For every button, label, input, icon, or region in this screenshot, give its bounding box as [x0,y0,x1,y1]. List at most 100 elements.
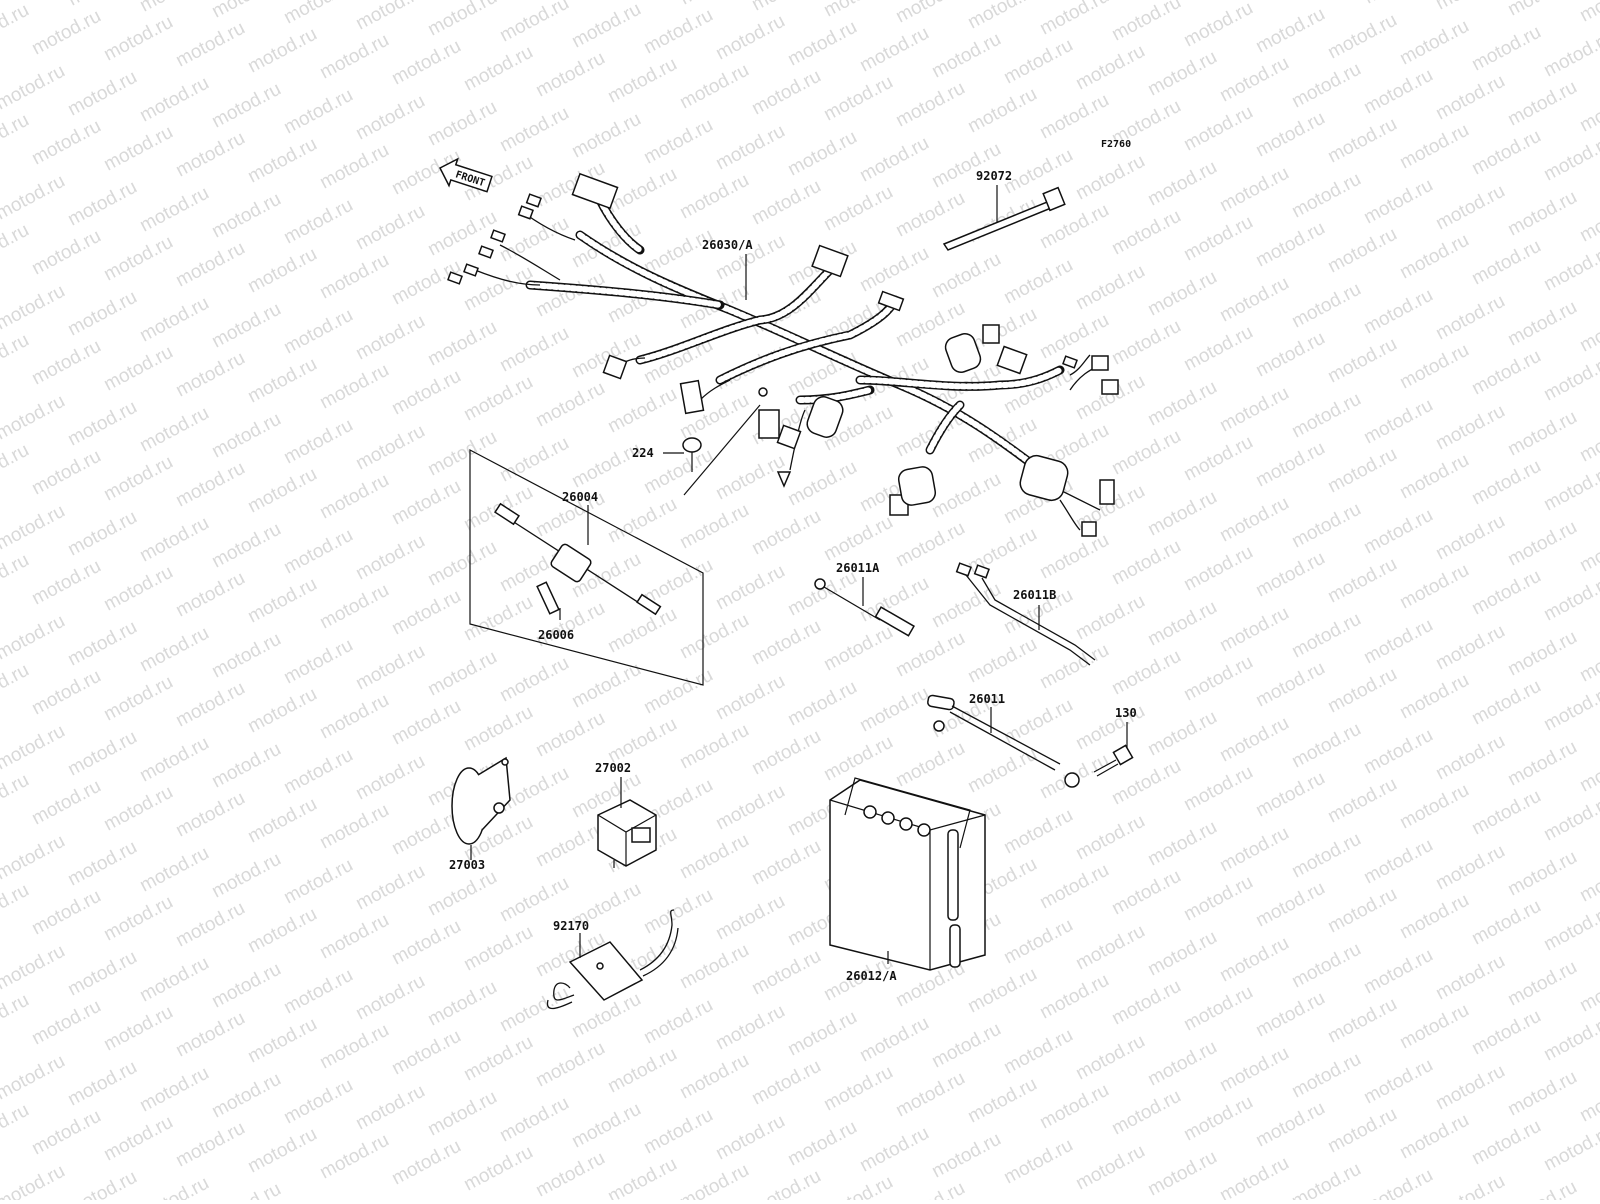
watermark-text: motod.ru [208,79,284,133]
watermark-text: motod.ru [100,1112,176,1166]
watermark-text: motod.ru [1324,334,1400,388]
watermark-text: motod.ru [352,751,428,805]
watermark-text: motod.ru [568,0,644,52]
watermark-text: motod.ru [1252,4,1328,58]
watermark-text: motod.ru [928,249,1004,303]
watermark-text: motod.ru [1396,230,1472,284]
watermark-text: motod.ru [820,1172,896,1200]
watermark-text: motod.ru [136,403,212,457]
watermark-text: motod.ru [1180,212,1256,266]
watermark-text: motod.ru [0,1051,69,1105]
watermark-text: motod.ru [1288,829,1364,883]
watermark-text: motod.ru [316,470,392,524]
watermark-text: motod.ru [1324,994,1400,1048]
watermark-text: motod.ru [1360,0,1436,8]
watermark-text: motod.ru [316,1020,392,1074]
relay-illustration [597,799,657,868]
watermark-text: motod.ru [856,1013,932,1067]
watermark-text: motod.ru [1180,1092,1256,1146]
watermark-text: motod.ru [424,1087,500,1141]
watermark-text: motod.ru [1108,1086,1184,1140]
watermark-text: motod.ru [1396,450,1472,504]
watermark-text: motod.ru [892,188,968,242]
lead-a-illustration [814,578,915,637]
watermark-text: motod.ru [748,66,824,120]
watermark-text: motod.ru [1576,743,1600,797]
watermark-text: motod.ru [820,622,896,676]
watermark-text: motod.ru [28,556,104,610]
watermark-text: motod.ru [172,18,248,72]
watermark-text: motod.ru [1072,921,1148,975]
watermark-text: motod.ru [1504,297,1580,351]
part-number-lead-b: 26011B [1013,588,1056,602]
watermark-text: motod.ru [1144,707,1220,761]
watermark-text: motod.ru [172,128,248,182]
watermark-text: motod.ru [424,647,500,701]
watermark-text: motod.ru [640,665,716,719]
watermark-text: motod.ru [388,1136,464,1190]
watermark-text: motod.ru [208,849,284,903]
watermark-text: motod.ru [1252,768,1328,822]
watermark-text: motod.ru [532,378,608,432]
watermark-text: motod.ru [1144,267,1220,321]
watermark-text: motod.ru [1360,615,1436,669]
front-arrow-icon [438,157,493,193]
watermark-text: motod.ru [604,1044,680,1098]
watermark-text: motod.ru [1252,548,1328,602]
watermark-text: motod.ru [856,23,932,77]
watermark-text: motod.ru [496,433,572,487]
watermark-text: motod.ru [1576,523,1600,577]
watermark-text: motod.ru [784,127,860,181]
watermark-text: motod.ru [748,616,824,670]
watermark-text: motod.ru [1468,896,1544,950]
watermark-text: motod.ru [1072,371,1148,425]
watermark-text: motod.ru [1576,303,1600,357]
watermark-text: motod.ru [1432,621,1508,675]
watermark-text: motod.ru [532,48,608,102]
watermark-text: motod.ru [1216,163,1292,217]
watermark-text: motod.ru [784,17,860,71]
watermark-text: motod.ru [604,604,680,658]
watermark-text: motod.ru [64,397,140,451]
watermark-text: motod.ru [1288,279,1364,333]
watermark-text: motod.ru [352,311,428,365]
watermark-text: motod.ru [1468,566,1544,620]
watermark-text: motod.ru [1216,933,1292,987]
watermark-text: motod.ru [1180,872,1256,926]
watermark-text: motod.ru [1576,413,1600,467]
watermark-text: motod.ru [1288,499,1364,553]
watermark-text: motod.ru [1576,963,1600,1017]
watermark-text: motod.ru [1000,805,1076,859]
watermark-text: motod.ru [460,702,536,756]
watermark-text: motod.ru [0,440,33,494]
watermark-text: motod.ru [28,1106,104,1160]
watermark-text: motod.ru [460,592,536,646]
watermark-text: motod.ru [856,683,932,737]
watermark-text: motod.ru [748,1166,824,1200]
battery-holder-illustration [546,909,679,1010]
watermark-text: motod.ru [424,977,500,1031]
watermark-text: motod.ru [0,391,69,445]
watermark-text: motod.ru [64,507,140,561]
watermark-text: motod.ru [928,1019,1004,1073]
watermark-text: motod.ru [172,348,248,402]
watermark-text: motod.ru [1504,187,1580,241]
watermark-text: motod.ru [496,0,572,46]
watermark-text: motod.ru [244,684,320,738]
watermark-text: motod.ru [64,1057,140,1111]
part-number-screw: 224 [632,446,654,460]
watermark-text: motod.ru [1288,59,1364,113]
watermark-text: motod.ru [1036,1080,1112,1134]
watermark-text: motod.ru [496,1093,572,1147]
watermark-text: motod.ru [1216,823,1292,877]
watermark-text: motod.ru [136,1063,212,1117]
watermark-text: motod.ru [856,243,932,297]
watermark-text: motod.ru [1108,976,1184,1030]
watermark-text: motod.ru [1504,517,1580,571]
watermark-text: motod.ru [748,726,824,780]
watermark-text: motod.ru [352,0,428,34]
watermark-text: motod.ru [172,678,248,732]
watermark-text: motod.ru [784,1117,860,1171]
watermark-text: motod.ru [820,72,896,126]
